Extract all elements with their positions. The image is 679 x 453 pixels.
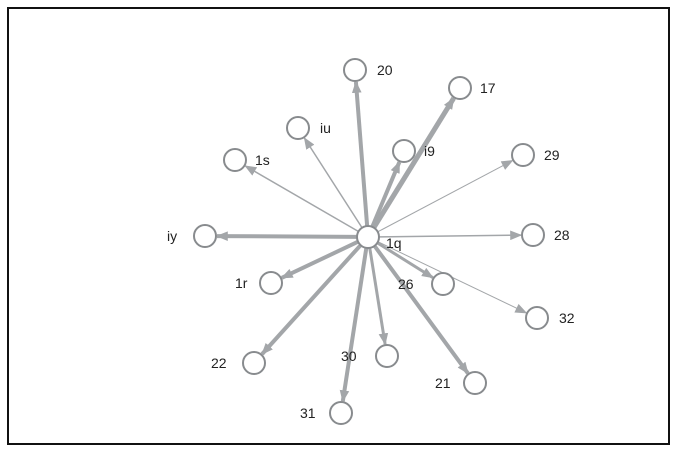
node-20[interactable]: 20 xyxy=(343,58,393,82)
node-circle-i9[interactable] xyxy=(392,139,416,163)
node-iu[interactable]: iu xyxy=(286,116,331,140)
edge-1q-28 xyxy=(378,230,523,241)
edge-1q-21 xyxy=(372,244,470,375)
edge-layer xyxy=(215,80,528,403)
node-label-20: 20 xyxy=(377,62,393,78)
node-1s[interactable]: 1s xyxy=(223,148,270,172)
node-label-17: 17 xyxy=(480,80,496,96)
node-label-iu: iu xyxy=(320,120,331,136)
node-17[interactable]: 17 xyxy=(448,76,496,100)
node-circle-22[interactable] xyxy=(242,351,266,375)
node-1q[interactable]: 1q xyxy=(356,225,402,251)
node-30[interactable]: 30 xyxy=(341,344,399,368)
node-label-21: 21 xyxy=(435,375,451,391)
node-28[interactable]: 28 xyxy=(521,223,570,247)
node-i9[interactable]: i9 xyxy=(392,139,435,163)
node-22[interactable]: 22 xyxy=(211,351,266,375)
node-label-iy: iy xyxy=(167,228,177,244)
edge-1q-1r xyxy=(280,239,359,280)
diagram-frame xyxy=(7,7,670,445)
node-circle-31[interactable] xyxy=(329,401,353,425)
node-label-i9: i9 xyxy=(424,143,435,159)
node-circle-30[interactable] xyxy=(375,344,399,368)
node-label-28: 28 xyxy=(554,227,570,243)
node-circle-17[interactable] xyxy=(448,76,472,100)
node-label-1r: 1r xyxy=(235,275,248,291)
node-circle-28[interactable] xyxy=(521,223,545,247)
node-circle-iu[interactable] xyxy=(286,116,310,140)
node-26[interactable]: 26 xyxy=(398,272,455,296)
node-circle-29[interactable] xyxy=(511,143,535,167)
node-circle-1s[interactable] xyxy=(223,148,247,172)
edge-1q-22 xyxy=(260,243,363,356)
node-label-1s: 1s xyxy=(255,152,270,168)
node-label-32: 32 xyxy=(559,310,575,326)
node-circle-26[interactable] xyxy=(431,272,455,296)
node-circle-1r[interactable] xyxy=(259,271,283,295)
edge-1q-29 xyxy=(377,160,514,233)
node-circle-iy[interactable] xyxy=(193,224,217,248)
node-label-1q: 1q xyxy=(386,235,402,251)
edge-1q-iu xyxy=(303,137,363,229)
edge-1q-26 xyxy=(376,241,434,279)
node-label-26: 26 xyxy=(398,276,414,292)
edge-1q-20 xyxy=(351,80,370,227)
node-31[interactable]: 31 xyxy=(300,401,353,425)
edge-1q-30 xyxy=(368,247,389,346)
edge-1q-1s xyxy=(244,165,359,233)
edge-1q-31 xyxy=(339,247,369,403)
node-21[interactable]: 21 xyxy=(435,371,487,395)
node-32[interactable]: 32 xyxy=(525,306,575,330)
edge-1q-i9 xyxy=(370,160,402,228)
node-circle-32[interactable] xyxy=(525,306,549,330)
node-29[interactable]: 29 xyxy=(511,143,560,167)
node-label-31: 31 xyxy=(300,405,316,421)
node-iy[interactable]: iy xyxy=(167,224,217,248)
edge-1q-iy xyxy=(215,231,358,241)
node-layer: 1q 20 17 iu i9 1s 29 iy 28 1r 26 32 22 30 21 31 xyxy=(167,58,575,425)
node-circle-20[interactable] xyxy=(343,58,367,82)
node-circle-21[interactable] xyxy=(463,371,487,395)
node-1r[interactable]: 1r xyxy=(235,271,283,295)
edge-1q-17 xyxy=(371,96,456,229)
node-circle-1q[interactable] xyxy=(356,225,380,249)
node-label-22: 22 xyxy=(211,355,227,371)
node-label-30: 30 xyxy=(341,348,357,364)
node-label-29: 29 xyxy=(544,147,560,163)
